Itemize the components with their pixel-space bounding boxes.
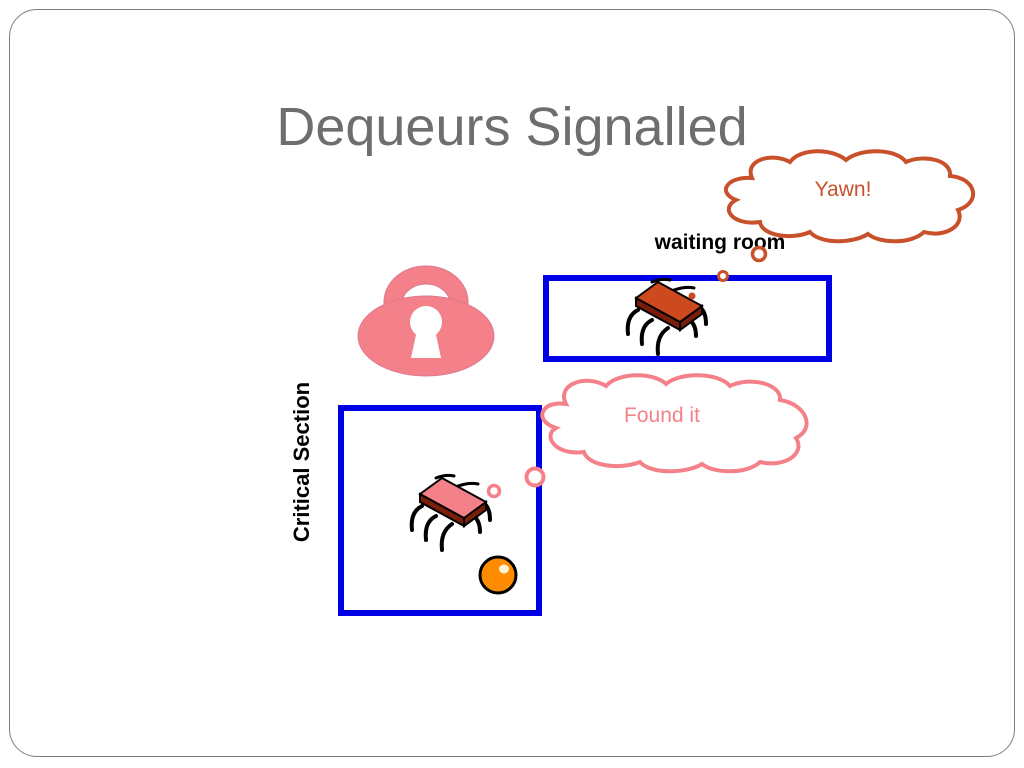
ball-icon: [478, 555, 518, 595]
bug-icon: [625, 277, 708, 356]
yawn-trail-circle-large: [750, 245, 768, 263]
critical-section-label: Critical Section: [289, 382, 314, 542]
lock-icon: [357, 265, 495, 377]
slide-frame: [9, 9, 1015, 757]
found-trail-circle-small: [486, 483, 502, 499]
found-it-text: Found it: [624, 404, 700, 427]
waiting-room-box: [543, 275, 832, 362]
waiting-room-label: waiting room: [654, 231, 786, 254]
yawn-trail-circle-small: [717, 270, 729, 282]
slide-title: Dequeurs Signalled: [276, 97, 748, 157]
found-trail-circle-large: [524, 466, 546, 488]
yawn-text: Yawn!: [815, 178, 872, 201]
critical-section-box: [338, 405, 542, 616]
found-it-thought-bubble: Found it: [486, 373, 809, 499]
yawn-thought-bubble: Yawn!: [717, 149, 976, 282]
bug-icon: [409, 473, 492, 552]
